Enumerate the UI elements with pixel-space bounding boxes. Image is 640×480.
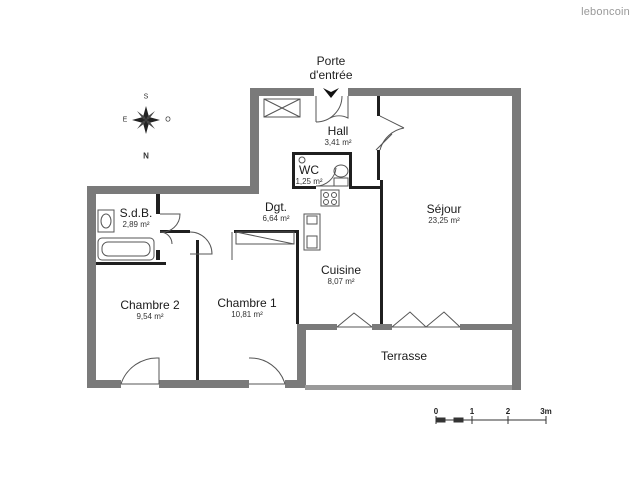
entrance-label: Porte d'entrée — [310, 54, 353, 82]
room-area: 2,89 m² — [122, 220, 150, 229]
closets — [235, 98, 301, 245]
doors — [120, 95, 461, 385]
room-name: Chambre 2 — [120, 298, 180, 312]
room-name: Dgt. — [264, 200, 287, 214]
room-name: Cuisine — [320, 263, 362, 277]
room-area: 10,81 m² — [231, 310, 263, 319]
room-chambre2: Chambre 2 9,54 m² — [120, 298, 179, 321]
room-chambre1: Chambre 1 10,81 m² — [217, 296, 276, 319]
room-area: 6,64 m² — [262, 214, 290, 223]
room-wc: WC 1,25 m² — [295, 163, 322, 186]
fixtures — [97, 156, 349, 261]
compass-north: N — [143, 151, 149, 161]
room-hall: Hall 3,41 m² — [324, 124, 351, 147]
toilet — [333, 164, 349, 178]
room-area: 8,07 m² — [327, 277, 355, 286]
room-cuisine: Cuisine 8,07 m² — [321, 263, 361, 286]
compass-south: S — [143, 93, 149, 101]
scale-label-0: 0 — [433, 407, 439, 416]
scale-bar — [435, 416, 547, 424]
scale-label-1: 1 — [469, 407, 475, 416]
entrance-arrow-icon — [323, 88, 339, 98]
room-name: Hall — [327, 124, 349, 138]
room-name: Chambre 1 — [217, 296, 277, 310]
cooktop — [320, 189, 340, 207]
room-terrasse: Terrasse — [381, 349, 427, 363]
room-area: 1,25 m² — [295, 177, 323, 186]
washbasin — [97, 209, 115, 233]
room-sdb: S.d.B. 2,89 m² — [120, 206, 153, 229]
scale-label-2: 2 — [505, 407, 511, 416]
room-name: S.d.B. — [119, 206, 153, 220]
room-area: 3,41 m² — [324, 138, 352, 147]
scale-label-3: 3m — [540, 407, 552, 416]
kitchen-counter — [303, 213, 321, 251]
compass-west: O — [165, 116, 171, 124]
room-name: Séjour — [426, 202, 462, 216]
compass-icon — [132, 106, 160, 134]
room-area: 23,25 m² — [428, 216, 460, 225]
wc-basin — [298, 156, 306, 164]
entrance-label-line1: Porte — [316, 54, 346, 68]
bathtub — [97, 237, 155, 261]
room-area: 9,54 m² — [136, 312, 164, 321]
room-name: WC — [299, 163, 319, 177]
walls — [87, 88, 521, 390]
room-dgt: Dgt. 6,64 m² — [262, 200, 289, 223]
room-name: Terrasse — [380, 349, 428, 363]
compass-east: E — [122, 116, 128, 124]
room-sejour: Séjour 23,25 m² — [427, 202, 462, 225]
watermark-logo: leboncoin — [581, 6, 630, 18]
entrance-label-line2: d'entrée — [309, 68, 353, 82]
